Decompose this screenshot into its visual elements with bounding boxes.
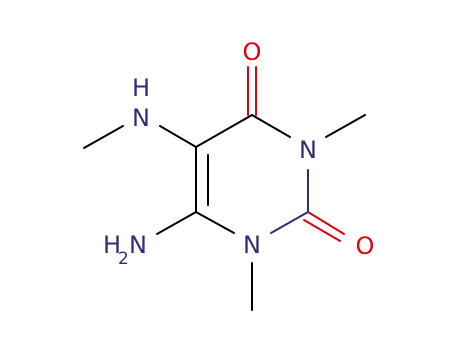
hydrogen-atom-methylamino: H — [132, 74, 150, 102]
bond-nh-methyl — [83, 125, 124, 149]
bond-c5-nh — [159, 125, 197, 148]
atom-label-layer: O O N N N H H 2 N — [103, 38, 374, 269]
bond-c4-c5 — [195, 114, 253, 148]
bond-layer — [83, 66, 366, 311]
bond-c2-n1 — [270, 211, 309, 234]
nitrogen-atom-n1: N — [243, 231, 261, 259]
bond-c2-o-1 — [307, 211, 345, 235]
nitrogen-atom-amino: N — [129, 231, 147, 259]
subscript-two: 2 — [118, 249, 129, 269]
hydrogen-atom-amino: H — [103, 231, 121, 259]
bond-c6-nh2 — [156, 211, 197, 235]
oxygen-atom-c4: O — [243, 38, 262, 66]
bond-n3-methyl — [325, 114, 366, 138]
bond-n1-c6 — [195, 211, 235, 234]
bond-c4-n3 — [251, 114, 291, 138]
bond-c2-o-2 — [303, 219, 341, 242]
nitrogen-atom-n3: N — [299, 136, 317, 164]
oxygen-atom-c2: O — [356, 232, 375, 260]
nitrogen-atom-methylamino: N — [132, 104, 150, 132]
